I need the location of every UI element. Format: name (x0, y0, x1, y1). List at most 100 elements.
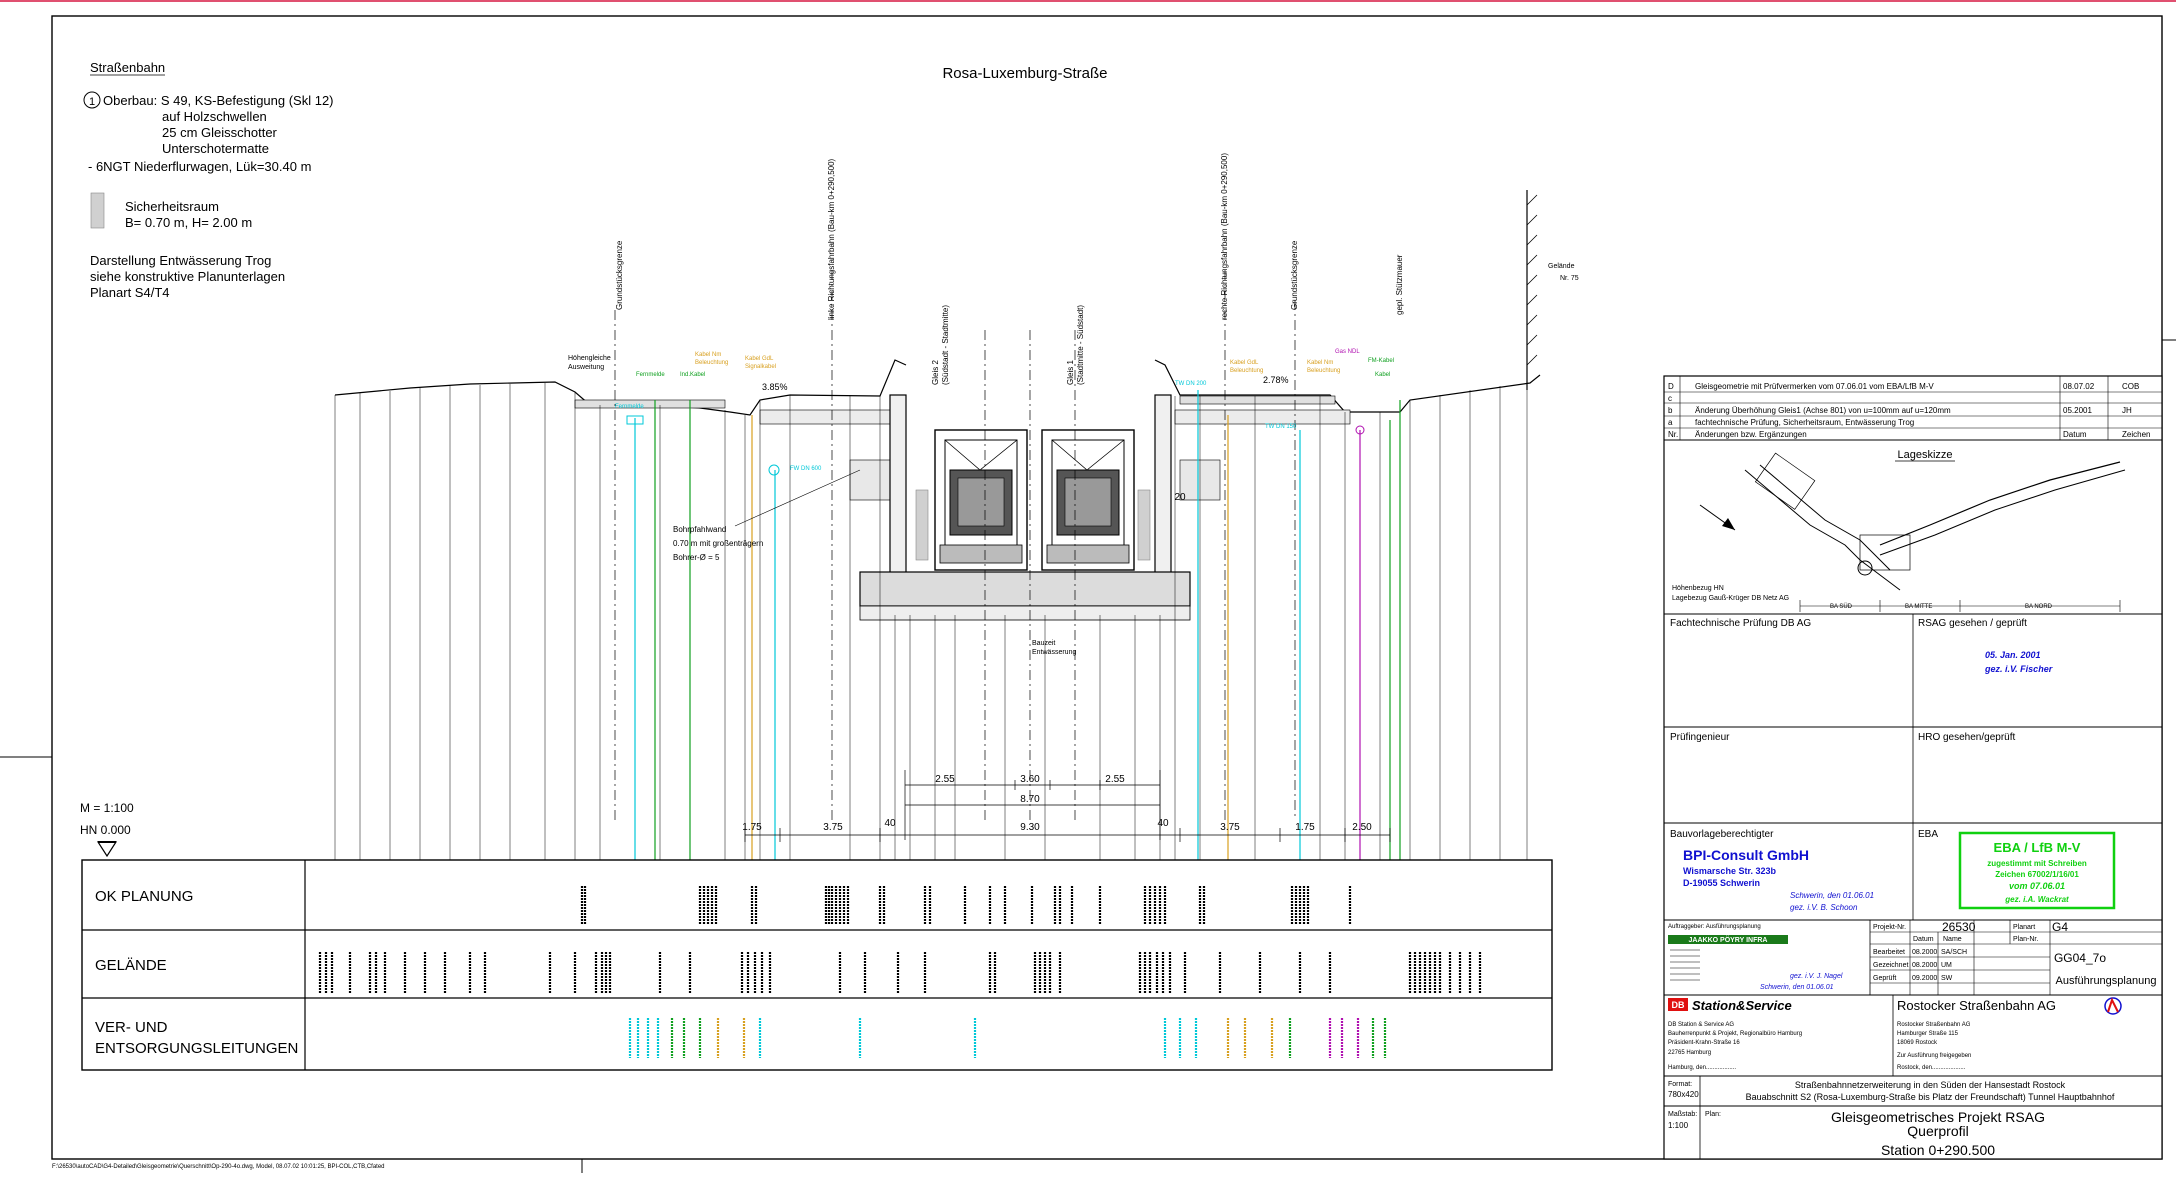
eba-stamp (1958, 831, 2116, 910)
dim-20: 20 (1174, 492, 1186, 503)
revision-idx-3: a (1668, 418, 1673, 427)
svg-text:FM-Kabel: FM-Kabel (1368, 358, 1394, 364)
tram-track-2 (934, 429, 1028, 571)
plan-title-2: Station 0+290.500 (1881, 1142, 1995, 1158)
dim-1-75a: 1.75 (742, 822, 762, 833)
rsag-address-1: Hamburger Straße 115 (1897, 1031, 1959, 1037)
svg-text:Signalkabel: Signalkabel (745, 364, 776, 370)
svg-text:Beleuchtung: Beleuchtung (1230, 368, 1263, 374)
street-title: Rosa-Luxemburg-Straße (942, 65, 1107, 82)
label-bohrpfahl-2: Bohrer-Ø = 5 (673, 553, 720, 562)
rsag-address-4: Rostock, den.................... (1897, 1065, 1966, 1071)
revision-sign-0: COB (2122, 382, 2139, 391)
auftrag-header: Auftraggeber: Ausführungsplanung (1668, 924, 1761, 930)
dimension-lines (744, 770, 1391, 842)
legend-vehicle: - 6NGT Niederflurwagen, Lük=30.40 m (88, 159, 311, 174)
label-bohrpfahl-0: Bohrpfahlwand (673, 525, 726, 534)
legend-superstructure-1: auf Holzschwellen (162, 109, 267, 124)
bpi-sign-0: Schwerin, den 01.06.01 (1790, 891, 1874, 900)
auftrag-sign-1: Schwerin, den 01.06.01 (1760, 984, 1834, 991)
drain-box-left (849, 459, 891, 501)
box-eba: EBA (1918, 829, 1938, 840)
sidewalk-left (759, 409, 891, 425)
pipe-right (1355, 425, 1365, 435)
wall-note: Gelände (1548, 263, 1575, 270)
svg-text:Kabel Nm: Kabel Nm (695, 352, 721, 358)
height-reference-icon (96, 841, 118, 858)
box-rsag: RSAG gesehen / geprüft (1918, 618, 2027, 629)
bpi-sign-1: gez. i.V. B. Schoon (1790, 903, 1858, 912)
axis-lines (614, 270, 1296, 820)
eba-stamp-0: EBA / LfB M-V (1994, 840, 2081, 855)
format-value: 780x420 (1668, 1090, 1699, 1099)
band-table: OK PLANUNG GELÄNDE VER- UND ENTSORGUNGSL… (81, 859, 1553, 1071)
pavement-right (1179, 395, 1336, 405)
svg-text:Ind.Kabel: Ind.Kabel (680, 372, 705, 378)
drop-lines (334, 383, 1528, 860)
cable-duct-left (626, 415, 644, 425)
row-gezeichnet: Gezeichnet (1873, 962, 1908, 969)
db-logo-icon (1668, 998, 1688, 1011)
dim-40a: 40 (884, 818, 896, 829)
label-hoehen-0: Höhengleiche (568, 355, 611, 362)
rsag-address-2: 18069 Rostock (1897, 1040, 1938, 1046)
rsag-address-0: Rostocker Straßenbahn AG (1897, 1022, 1971, 1028)
dim-8-70: 8.70 (1020, 794, 1040, 805)
plan-title-0: Gleisgeometrisches Projekt RSAG (1831, 1109, 2045, 1125)
ba-nord: BA NORD (2025, 604, 2053, 610)
dim-3-75b: 3.75 (1220, 822, 1240, 833)
revision-text-3: fachtechnische Prüfung, Sicherheitsraum,… (1695, 418, 1914, 427)
revision-idx-2: b (1668, 406, 1673, 415)
label-stuetzmauer: gepl. Stützmauer (1395, 254, 1404, 315)
svg-text:Beleuchtung: Beleuchtung (1307, 368, 1340, 374)
geprueft-date: 09.2000 (1912, 975, 1937, 982)
project-desc-0: Straßenbahnnetzerweiterung in den Süden … (1795, 1080, 2066, 1090)
pavement-left (574, 399, 726, 409)
row-gelaende: GELÄNDE (95, 957, 167, 974)
marker-circle-icon (83, 91, 101, 109)
label-gleis1-0: Gleis 1 (1066, 360, 1075, 385)
row-geprueft: Geprüft (1873, 975, 1896, 982)
label-grenze-left: Grundstücksgrenze (615, 240, 624, 310)
project-desc-1: Bauabschnitt S2 (Rosa-Luxemburg-Straße b… (1746, 1092, 2115, 1102)
rsag-stamp-0: 05. Jan. 2001 (1985, 650, 2041, 660)
owner-station: Station&Service (1692, 998, 1792, 1013)
wall-hatch (1526, 194, 1538, 366)
scale-hn: HN 0.000 (80, 823, 131, 837)
lageskizze-title: Lageskizze (1897, 449, 1952, 461)
massstab-label: Maßstab: (1668, 1111, 1697, 1118)
rsag-logo-icon (2104, 997, 2122, 1015)
eba-stamp-2: Zeichen 67002/1/16/01 (1995, 870, 2079, 879)
row-ok-planung: OK PLANUNG (95, 888, 193, 905)
sidewalk-right (1174, 409, 1351, 425)
db-address-3: 22765 Hamburg (1668, 1050, 1711, 1056)
wall-note-2: Nr. 75 (1560, 275, 1579, 282)
rsag-address: Rostocker Straßenbahn AG Hamburger Straß… (1897, 1022, 1971, 1071)
safety-space-right (1137, 489, 1151, 561)
db-address-2: Präsident-Krahn-Straße 16 (1668, 1040, 1740, 1046)
projekt-nr-label: Projekt-Nr. (1873, 924, 1906, 931)
legend: Straßenbahn 1 Oberbau: S 49, KS-Befestig… (83, 60, 334, 300)
bpi-name: BPI-Consult GmbH (1683, 847, 1809, 863)
massstab-value: 1:100 (1668, 1121, 1689, 1130)
bohrpfahl-leader (734, 469, 861, 527)
project-data: Projekt-Nr. 26530 Planart G4 Datum Name … (1870, 920, 2162, 995)
utility-tags: Fernmelde Fernmelde Kabel Nm Beleuchtung… (615, 349, 1394, 472)
pipe-left (768, 464, 780, 476)
svg-text:Gas NDL: Gas NDL (1335, 349, 1360, 355)
format-label: Format: (1668, 1081, 1692, 1088)
eba-stamp-4: gez. i.A. Wackrat (2004, 895, 2069, 904)
label-richtung-left: linke Richtungsfahrbahn (Bau-km 0+290,50… (827, 158, 836, 320)
db-address-0: DB Station & Service AG (1668, 1022, 1734, 1028)
label-bottom-center: Bauzeit (1032, 640, 1055, 647)
gezeichnet-name: UM (1941, 962, 1952, 969)
label-grenze-right: Grundstücksgrenze (1290, 240, 1299, 310)
label-richtung-right: rechte Richtungsfahrbahn (Bau-km 0+290,5… (1220, 153, 1229, 320)
bpi-street: Wismarsche Str. 323b (1683, 866, 1776, 876)
dim-40b: 40 (1157, 818, 1169, 829)
tram-track-1 (1041, 429, 1135, 571)
dim-9-30: 9.30 (1020, 822, 1040, 833)
auftrag-sign-0: gez. i.V. J. Nagel (1790, 973, 1843, 980)
utility-lines (634, 390, 1401, 860)
